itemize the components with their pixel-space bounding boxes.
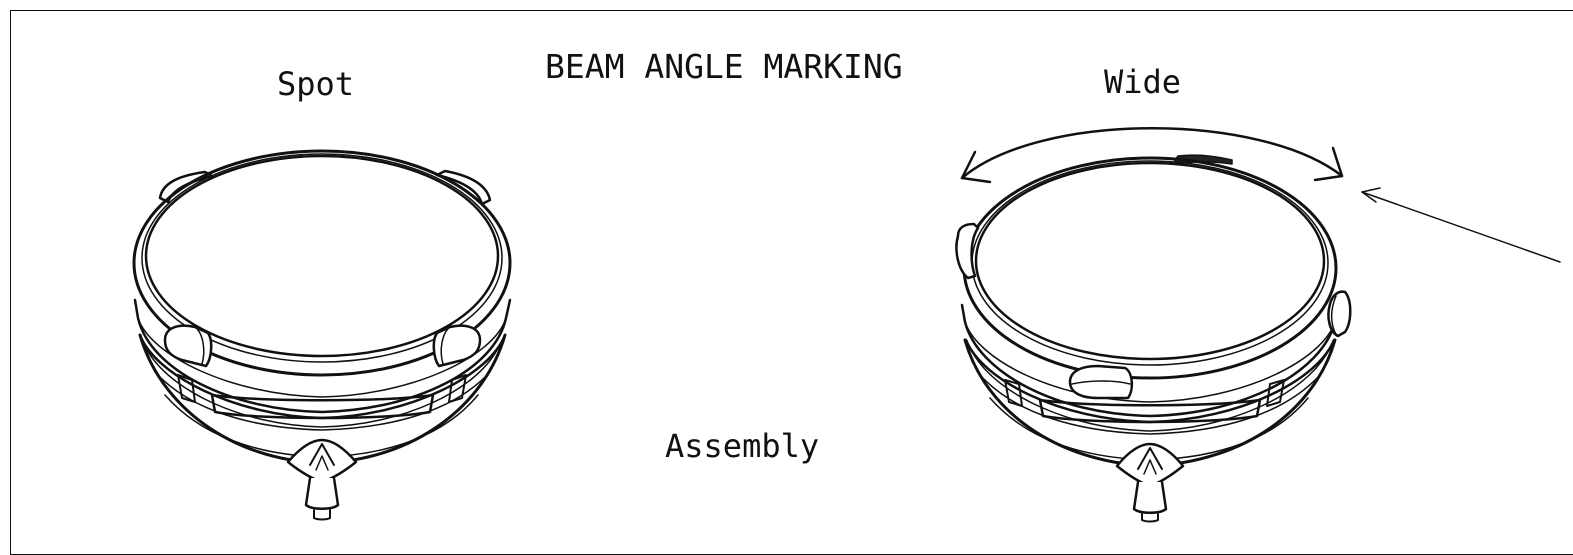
wide-label: Wide [1104, 63, 1182, 101]
spot-lamp-illustration [132, 149, 512, 521]
assembly-label: Assembly [665, 427, 820, 465]
wide-lamp-illustration [955, 127, 1561, 523]
rotation-arrow-icon [960, 127, 1344, 180]
leader-line [1361, 191, 1561, 263]
diagram-title: BEAM ANGLE MARKING [545, 47, 903, 86]
spot-label: Spot [277, 65, 355, 103]
